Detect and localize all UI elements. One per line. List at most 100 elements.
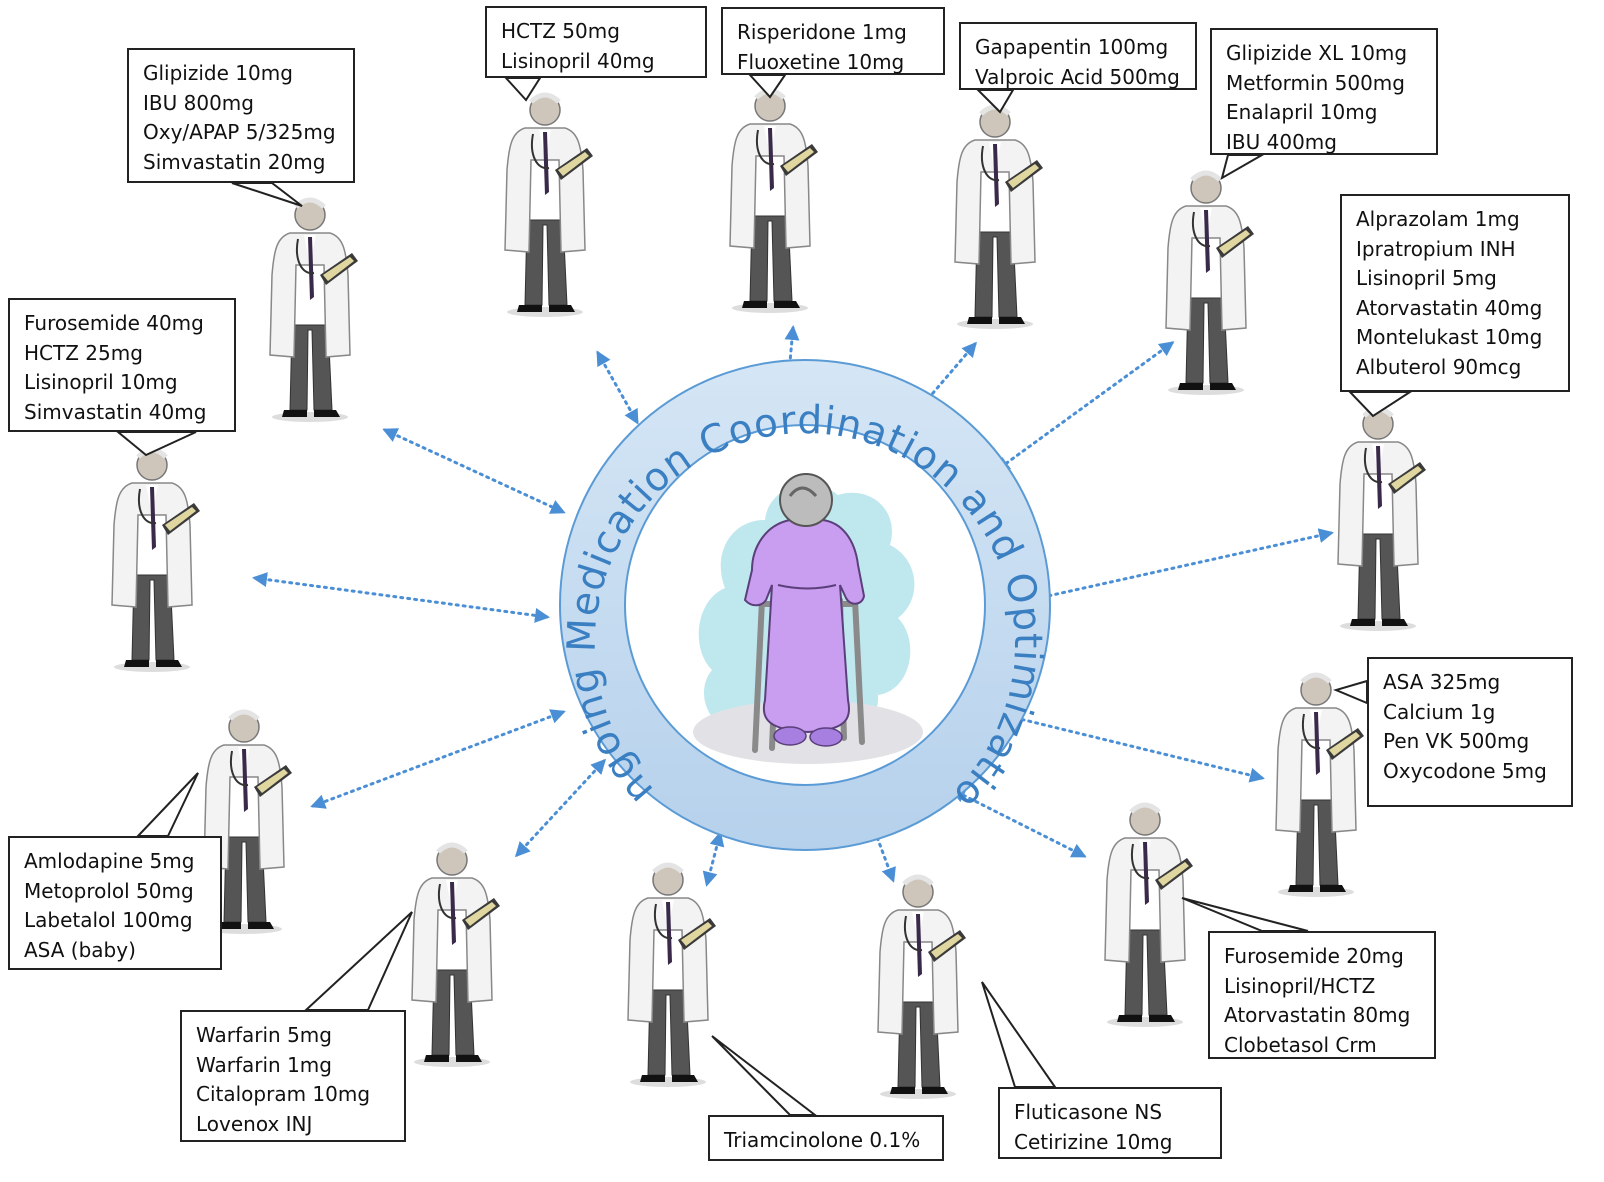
medication-list-callout: Fluticasone NS Cetirizine 10mg xyxy=(998,1087,1222,1159)
medication-line: Lisinopril 40mg xyxy=(501,48,655,73)
medication-line: IBU 800mg xyxy=(143,90,254,115)
medication-line: Warfarin 1mg xyxy=(196,1052,332,1077)
medication-line: Pen VK 500mg xyxy=(1383,729,1530,753)
doctor-icon xyxy=(203,709,292,934)
patient-head xyxy=(779,473,833,527)
medication-line: Albuterol 90mcg xyxy=(1356,354,1522,379)
connector-arrow xyxy=(596,350,639,425)
medication-line: Glipizide XL 10mg xyxy=(1226,41,1408,65)
callout-tail xyxy=(1181,897,1309,932)
medication-line: Lovenox INJ xyxy=(196,1111,313,1136)
callout-tail xyxy=(711,1035,818,1116)
doctor-icon xyxy=(1275,672,1364,897)
medication-line: Triamcinolone 0.1% xyxy=(724,1128,921,1152)
medication-line: Ipratropium INH xyxy=(1356,236,1516,261)
medication-line: Citalopram 10mg xyxy=(196,1082,371,1106)
medication-line: Simvastatin 40mg xyxy=(24,399,207,424)
medication-line: Lisinopril/HCTZ xyxy=(1224,973,1376,998)
medication-line: Metformin 500mg xyxy=(1226,70,1405,95)
medication-line: Glipizide 10mg xyxy=(143,61,293,85)
callout-tail xyxy=(115,431,197,457)
medication-line: Amlodapine 5mg xyxy=(24,849,195,873)
callout-tail xyxy=(503,77,542,102)
medication-line: Calcium 1g xyxy=(1383,699,1496,724)
connector-arrow xyxy=(382,428,566,514)
medication-line: Lisinopril 5mg xyxy=(1356,266,1497,290)
patient-with-walker-icon xyxy=(693,473,923,764)
callout-tail xyxy=(1347,391,1414,418)
medication-line: Simvastatin 20mg xyxy=(143,149,326,174)
medication-line: Atorvastatin 80mg xyxy=(1224,1003,1411,1027)
callout-tail xyxy=(303,911,413,1011)
medication-line: ASA (baby) xyxy=(24,937,136,962)
doctor-icon xyxy=(1337,406,1426,631)
hair-bun xyxy=(788,486,818,498)
callout-tail xyxy=(975,89,1015,114)
doctor-icon xyxy=(504,92,593,317)
medication-line: Fluoxetine 10mg xyxy=(737,49,905,74)
medication-line: Atorvastatin 40mg xyxy=(1356,295,1543,320)
medication-line: Clobetasol Crm xyxy=(1224,1032,1377,1057)
medication-line: Labetalol 100mg xyxy=(24,908,193,932)
medication-line: ASA 325mg xyxy=(1383,670,1501,694)
medication-line: Warfarin 5mg xyxy=(196,1023,332,1047)
medication-line: Metoprolol 50mg xyxy=(24,878,194,903)
robe xyxy=(743,519,866,734)
connector-arrow xyxy=(310,709,566,809)
doctor-icon xyxy=(111,447,200,672)
medication-line: Furosemide 40mg xyxy=(24,311,204,335)
arrow-layer xyxy=(252,325,1334,887)
doctor-icon xyxy=(411,842,500,1067)
callout-tail xyxy=(1220,154,1266,181)
medication-line: Lisinopril 10mg xyxy=(24,370,178,394)
connector-arrow xyxy=(950,788,1087,858)
doctor-icon xyxy=(627,862,716,1087)
callout-layer xyxy=(115,74,1414,1116)
medication-line: Oxy/APAP 5/325mg xyxy=(143,120,336,144)
medication-line: Cetirizine 10mg xyxy=(1014,1129,1173,1154)
callout-tail xyxy=(747,74,787,99)
doctor-icon xyxy=(877,874,966,1099)
connector-arrow xyxy=(252,572,550,623)
medication-line: Oxycodone 5mg xyxy=(1383,758,1547,783)
medication-line: Furosemide 20mg xyxy=(1224,944,1404,968)
medication-line: Risperidone 1mg xyxy=(737,20,907,44)
medication-line: Gapapentin 100mg xyxy=(975,35,1169,59)
callout-tail xyxy=(1333,679,1368,705)
medication-list-callout: Triamcinolone 0.1% xyxy=(708,1115,944,1161)
doctor-layer xyxy=(111,88,1426,1099)
slipper-left xyxy=(773,726,807,746)
medication-line: Fluticasone NS xyxy=(1014,1100,1163,1124)
doctor-icon xyxy=(954,104,1043,329)
callout-tail xyxy=(135,772,199,837)
medication-line: Valproic Acid 500mg xyxy=(975,64,1180,89)
callout-tail xyxy=(231,182,303,207)
connector-arrow xyxy=(514,758,607,858)
connector-arrow xyxy=(994,341,1175,472)
medication-line: Enalapril 10mg xyxy=(1226,100,1378,124)
connector-arrow xyxy=(1027,528,1334,605)
robe-belt xyxy=(777,584,837,590)
connector-arrow xyxy=(702,831,725,887)
doctor-icon xyxy=(729,88,818,313)
doctor-icon xyxy=(1104,802,1193,1027)
callout-tail xyxy=(981,981,1057,1088)
connector-arrow xyxy=(867,815,896,883)
medication-line: IBU 400mg xyxy=(1226,129,1337,154)
doctor-icon xyxy=(1165,170,1254,395)
doctor-icon xyxy=(269,197,358,422)
connector-arrow xyxy=(1005,711,1265,783)
medication-line: HCTZ 25mg xyxy=(24,340,143,365)
medication-line: HCTZ 50mg xyxy=(501,19,620,43)
